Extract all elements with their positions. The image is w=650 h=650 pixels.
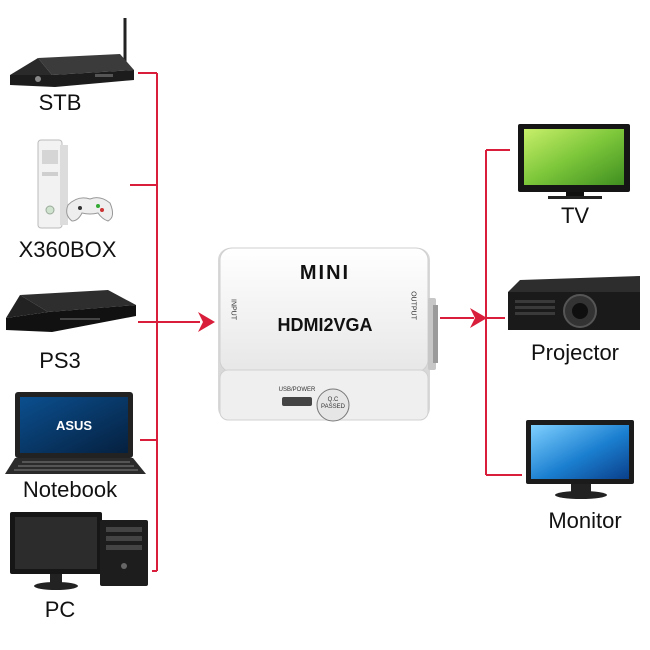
tv-icon: [518, 124, 630, 199]
qc-passed-label: PASSED: [321, 404, 345, 410]
converter-model: HDMI2VGA: [277, 315, 373, 335]
game-console-icon: [37, 139, 114, 229]
game-console-icon: [6, 290, 136, 332]
output-label-monitor: Monitor: [548, 508, 622, 533]
converter-usb-port-label: USB/POWER: [278, 387, 316, 393]
converter-input-port-label: INPUT: [229, 299, 237, 320]
monitor-icon: [526, 420, 634, 499]
input-label-x360box: X360BOX: [18, 237, 117, 262]
qc-label: Q.C: [327, 397, 339, 403]
converter-brand: MINI: [299, 262, 351, 284]
input-label-ps3: PS3: [39, 348, 81, 373]
converter-output-port-label: OUTPUT: [409, 291, 417, 320]
set-top-box-icon: [10, 18, 134, 87]
input-label-pc: PC: [44, 597, 76, 622]
input-connector-lines: [130, 72, 200, 572]
input-label-stb: STB: [38, 90, 82, 115]
hdmi-to-vga-converter: [218, 247, 438, 422]
output-connector-lines: [440, 149, 522, 476]
input-arrow-icon: [198, 312, 215, 332]
svg-text:ASUS: ASUS: [56, 418, 92, 433]
input-label-notebook: Notebook: [22, 477, 118, 502]
projector-icon: [508, 276, 640, 330]
laptop-icon: ASUS: [5, 392, 146, 474]
desktop-computer-icon: [10, 512, 148, 590]
output-arrow-icon: [470, 308, 487, 328]
qc-passed-sticker: Q.C PASSED: [317, 397, 349, 411]
output-label-tv: TV: [560, 203, 590, 228]
output-label-projector: Projector: [530, 340, 620, 365]
